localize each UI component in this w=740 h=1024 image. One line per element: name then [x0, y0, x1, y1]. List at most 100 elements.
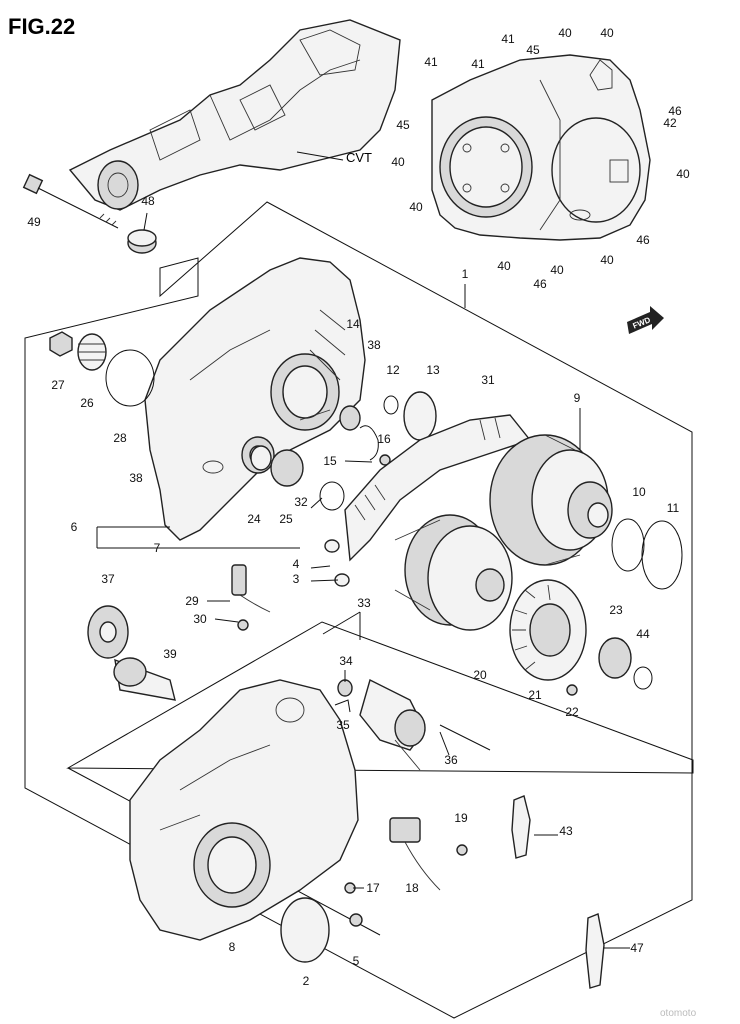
fwd-arrow-icon: FWD: [627, 306, 664, 334]
sensor-switch-18: [389, 817, 441, 891]
callout-c46c: 46: [533, 277, 547, 291]
callout-c5: 5: [353, 954, 360, 968]
callout-c1: 1: [462, 267, 469, 281]
callout-c24: 24: [247, 512, 261, 526]
washer-12: [383, 395, 399, 415]
callout-c33: 33: [357, 596, 371, 610]
nut-34: [337, 679, 353, 697]
callout-c41b: 41: [501, 32, 515, 46]
callout-c6: 6: [71, 520, 78, 534]
callout-c49: 49: [27, 215, 41, 229]
crankcase-cover: [144, 257, 366, 541]
seal-44: [633, 666, 653, 690]
starter-motor-33: [359, 678, 426, 771]
callout-c42: 42: [663, 116, 677, 130]
callout-c48: 48: [141, 194, 155, 208]
drive-pulley-20: [394, 514, 513, 631]
callout-c36: 36: [444, 753, 458, 767]
cvt-label: CVT: [346, 150, 372, 165]
callout-c15: 15: [323, 454, 337, 468]
bearing-14: [339, 405, 361, 431]
callout-c45a: 45: [526, 43, 540, 57]
callout-c40f: 40: [497, 259, 511, 273]
callout-c16: 16: [377, 432, 391, 446]
shaft-39: [113, 657, 176, 701]
figure-title: FIG.22: [8, 14, 75, 39]
callout-c19: 19: [454, 811, 468, 825]
bolt-30: [237, 619, 249, 631]
callout-c12: 12: [386, 363, 400, 377]
callout-c21: 21: [528, 688, 542, 702]
callout-c40h: 40: [600, 253, 614, 267]
callout-c31: 31: [481, 373, 495, 387]
callout-c28: 28: [113, 431, 127, 445]
callout-c40a: 40: [558, 26, 572, 40]
callout-c40d: 40: [409, 200, 423, 214]
callout-c32: 32: [294, 495, 308, 509]
callout-c46a: 46: [668, 104, 682, 118]
o-ring-11: [641, 520, 683, 590]
callout-c3: 3: [293, 572, 300, 586]
spacer-48: [127, 212, 157, 254]
callout-c18: 18: [405, 881, 419, 895]
callout-c22: 22: [565, 705, 579, 719]
o-ring-28: [105, 349, 155, 407]
bracket-43: [511, 795, 531, 859]
plug-cover-2: [280, 897, 330, 963]
callout-c40b: 40: [600, 26, 614, 40]
o-ring-32: [319, 481, 345, 511]
cooling-fan-21: [509, 579, 587, 681]
driven-clutch-9: [489, 434, 613, 566]
callout-c4: 4: [293, 557, 300, 571]
bolt-5: [349, 913, 363, 927]
callout-c7: 7: [154, 541, 161, 555]
crankcase-cover-8: [129, 679, 359, 941]
callout-c17: 17: [366, 881, 380, 895]
callout-c41a: 41: [424, 55, 438, 69]
plate-13: [403, 391, 437, 441]
callout-c14: 14: [346, 317, 360, 331]
screw-22: [566, 684, 578, 696]
bolt-16: [379, 454, 391, 466]
callout-c46b: 46: [636, 233, 650, 247]
bearing-23: [598, 637, 632, 679]
callout-c47: 47: [630, 941, 644, 955]
callout-c44: 44: [636, 627, 650, 641]
callout-c9: 9: [574, 391, 581, 405]
speed-sensor-29: [231, 564, 271, 613]
callout-c38b: 38: [129, 471, 143, 485]
oil-seal-25: [270, 449, 304, 487]
watermark: otomoto: [660, 1008, 697, 1019]
callout-c10: 10: [632, 485, 646, 499]
callout-c35: 35: [336, 718, 350, 732]
leader-lines: [96, 284, 630, 949]
lower-group-box: [66, 621, 694, 774]
callout-c37: 37: [101, 572, 115, 586]
callout-c39: 39: [163, 647, 177, 661]
bolt-36: [439, 724, 491, 751]
callout-c13: 13: [426, 363, 440, 377]
o-ring-10: [611, 518, 645, 572]
callout-c38a: 38: [367, 338, 381, 352]
callout-c29: 29: [185, 594, 199, 608]
callout-c25: 25: [279, 512, 293, 526]
callout-c8: 8: [229, 940, 236, 954]
cvt-outer-cover: [431, 54, 651, 241]
callout-c27: 27: [51, 378, 65, 392]
dowel-4: [324, 539, 340, 553]
callout-c45b: 45: [396, 118, 410, 132]
engine-cvt-sketch: CVT: [68, 19, 401, 211]
bracket-47: [585, 913, 605, 989]
callout-c23: 23: [609, 603, 623, 617]
callout-c41c: 41: [471, 57, 485, 71]
callout-c20: 20: [473, 668, 487, 682]
callout-c34: 34: [339, 654, 353, 668]
bearing-24: [250, 445, 272, 471]
clip-15: [359, 425, 379, 461]
callout-c40e: 40: [676, 167, 690, 181]
bolt-49: [22, 173, 119, 229]
callout-c40g: 40: [550, 263, 564, 277]
bearing-26: [77, 333, 107, 371]
